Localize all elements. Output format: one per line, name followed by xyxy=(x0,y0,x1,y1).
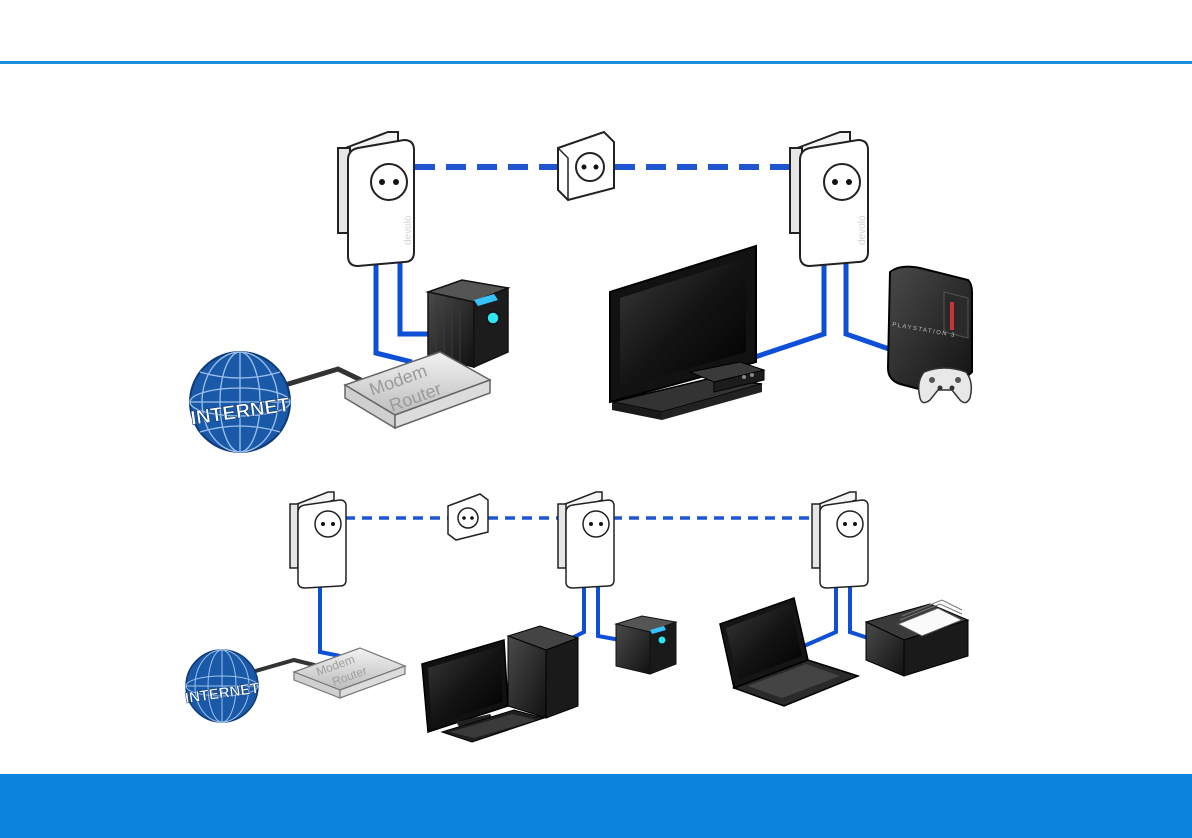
powerline-adapter-bottom-2 xyxy=(558,492,614,588)
socket-face-icon xyxy=(837,511,863,537)
internet-globe-icon: INTERNET xyxy=(189,352,291,452)
network-storage-box-bottom xyxy=(616,616,676,674)
socket-outlet-icon xyxy=(458,508,478,528)
desktop-computer xyxy=(422,626,578,742)
powerline-adapter-left: devolo xyxy=(338,132,414,266)
led-indicator-icon xyxy=(658,636,666,644)
printer xyxy=(866,600,968,676)
wall-socket-top xyxy=(558,132,614,200)
powerline-adapter-right: devolo xyxy=(790,132,868,266)
socket-face-icon xyxy=(315,511,341,537)
footer-band xyxy=(0,774,1192,838)
wall-socket-bottom xyxy=(448,494,488,540)
socket-face-icon xyxy=(371,164,407,200)
socket-face-icon xyxy=(583,511,609,537)
flatscreen-tv xyxy=(610,246,762,420)
internet-globe-icon-small: INTERNET xyxy=(184,650,261,722)
socket-outlet-icon xyxy=(576,153,604,181)
modem-router-bottom: Modem Router xyxy=(294,648,405,698)
powerline-adapter-bottom-3 xyxy=(812,492,868,588)
socket-face-icon xyxy=(824,164,860,200)
adapter-brand-label: devolo xyxy=(403,215,414,245)
powerline-adapter-bottom-1 xyxy=(290,492,346,588)
led-indicator-icon xyxy=(487,312,499,324)
adapter-brand-label: devolo xyxy=(857,215,868,245)
gamepad-icon xyxy=(919,368,972,403)
